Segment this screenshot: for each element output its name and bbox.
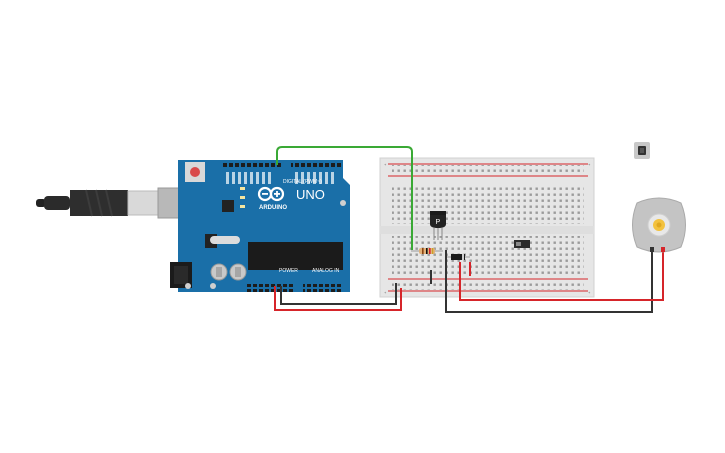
usb-cable-icon[interactable] [36, 187, 201, 219]
analog-header [303, 284, 343, 292]
capacitor-1 [210, 263, 228, 281]
black-wire-motor[interactable] [445, 250, 653, 313]
svg-text:+: + [588, 162, 591, 167]
resistor-icon[interactable] [411, 248, 443, 254]
wires [274, 146, 664, 313]
center-channel [380, 226, 594, 234]
red-wire-motor[interactable] [459, 250, 664, 301]
capacitor-2 [229, 263, 247, 281]
top-terminal-strip[interactable] [392, 184, 584, 224]
pushbutton-icon[interactable] [634, 142, 650, 159]
diode-icon[interactable] [446, 254, 470, 260]
crystal [210, 236, 240, 244]
arduino-logo-icon [257, 186, 285, 202]
power-header [245, 284, 293, 292]
transistor-icon[interactable]: P [430, 211, 446, 240]
usb-chip [222, 200, 234, 212]
arduino-uno-board[interactable]: DIGITAL (PWM~) UNO ARDUINO POWER ANALOG … [170, 160, 350, 292]
red-wire-5v[interactable] [274, 286, 402, 311]
rail-plus-top: + [384, 162, 387, 167]
rail-plus-bottom: + [384, 290, 387, 295]
bottom-power-rail[interactable] [392, 280, 584, 290]
black-wire-gnd[interactable] [280, 283, 397, 305]
dc-motor-icon[interactable] [632, 197, 686, 253]
digital-header-left [223, 161, 283, 169]
digital-label: DIGITAL (PWM~) [283, 179, 322, 185]
digital-header-right [291, 161, 343, 169]
green-wire[interactable] [276, 146, 413, 250]
uno-label: UNO [296, 187, 325, 202]
svg-text:+: + [588, 290, 591, 295]
breadboard[interactable]: + + + + [379, 157, 595, 298]
slide-switch-icon[interactable] [514, 240, 530, 248]
analog-label: ANALOG IN [312, 268, 340, 274]
transistor-label: P [436, 219, 441, 226]
bottom-terminal-strip[interactable] [392, 236, 584, 276]
top-power-rail[interactable] [392, 165, 584, 175]
arduino-label: ARDUINO [259, 205, 287, 211]
power-label: POWER [279, 268, 298, 274]
